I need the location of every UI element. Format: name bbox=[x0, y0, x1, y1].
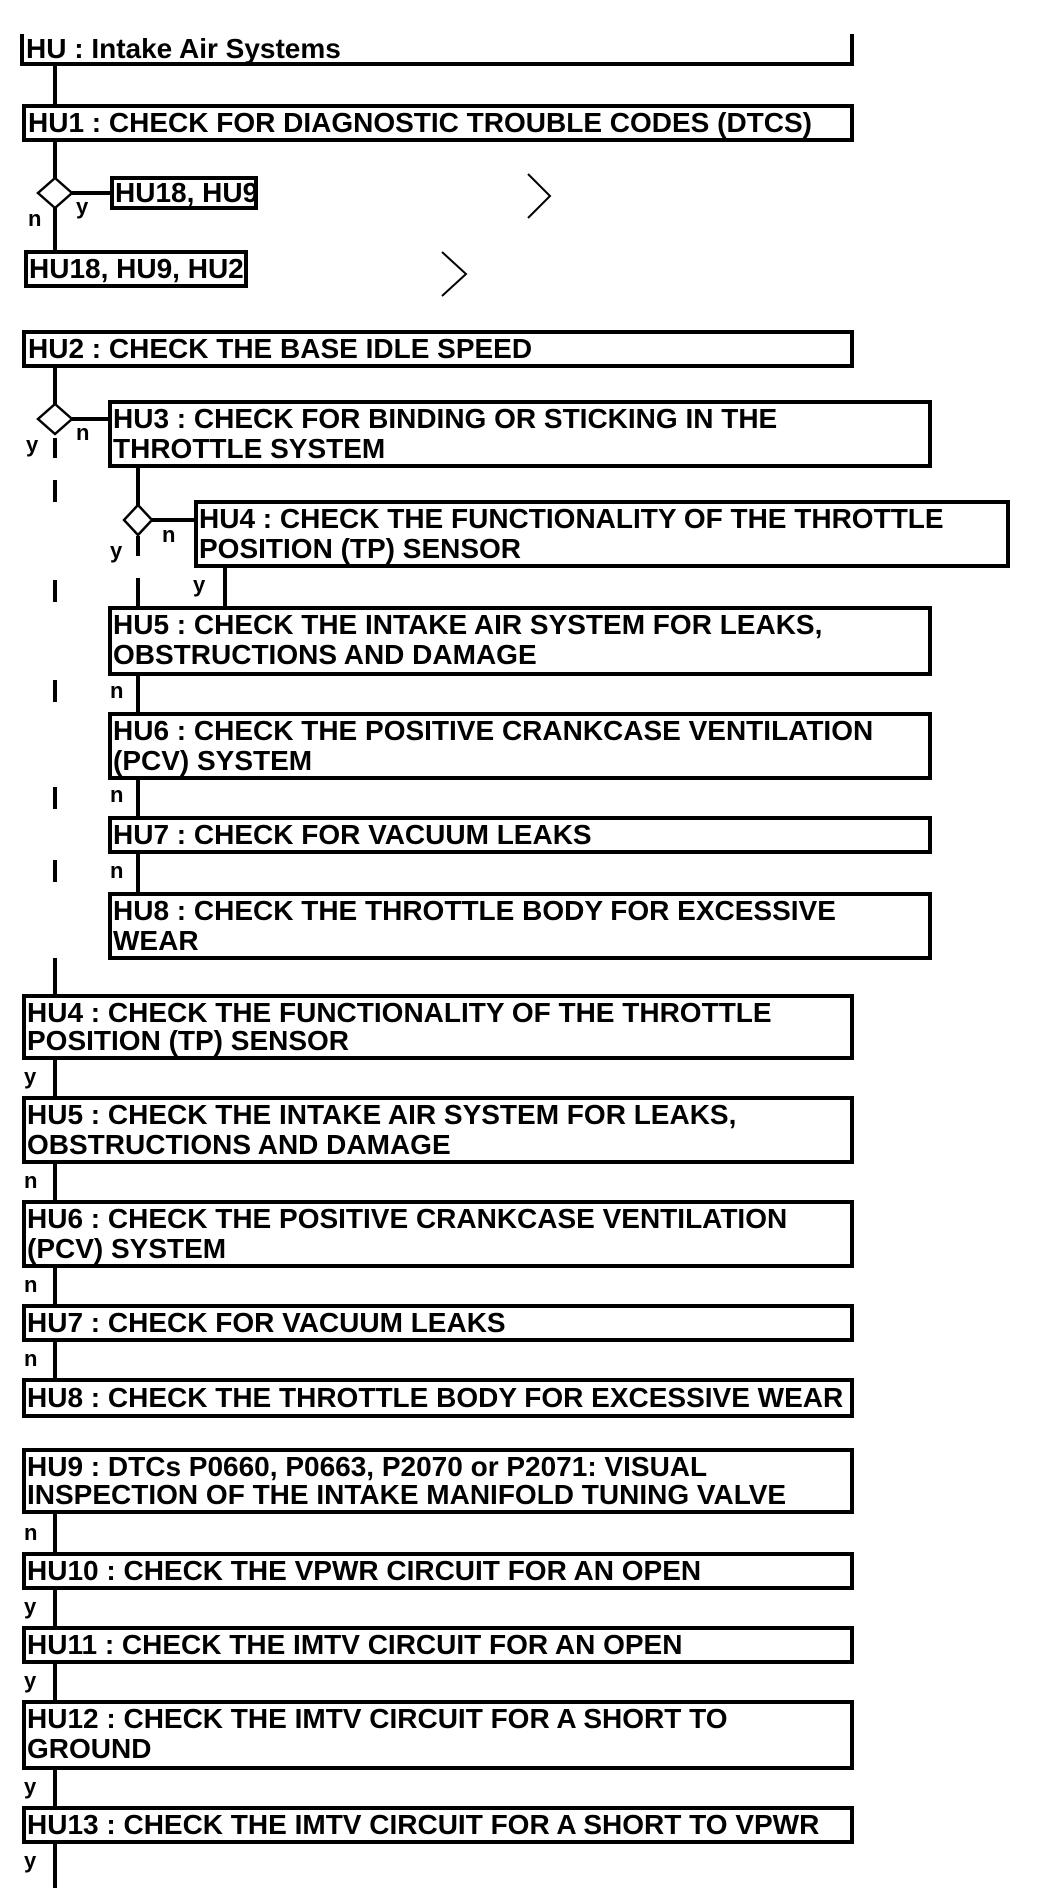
label-no: n bbox=[110, 782, 123, 807]
step-hu7 bbox=[22, 1304, 854, 1342]
step-hu7-sub-text: HU7 : CHECK FOR VACUUM LEAKS bbox=[113, 819, 592, 850]
step-hu9 bbox=[22, 1448, 854, 1514]
label-no: n bbox=[24, 1168, 37, 1193]
step-hu6-sub-text-1: HU6 : CHECK THE POSITIVE CRANKCASE VENTI… bbox=[113, 715, 873, 746]
step-hu1 bbox=[22, 104, 854, 142]
decision-hu3 bbox=[122, 503, 154, 537]
step-hu1-yes-ref-text: HU18, HU9 bbox=[115, 177, 258, 208]
step-hu4-sub-text-1: HU4 : CHECK THE FUNCTIONALITY OF THE THR… bbox=[199, 503, 944, 534]
step-hu6-text-1: HU6 : CHECK THE POSITIVE CRANKCASE VENTI… bbox=[27, 1203, 787, 1234]
step-hu2-text: HU2 : CHECK THE BASE IDLE SPEED bbox=[28, 333, 532, 364]
step-hu5-text-1: HU5 : CHECK THE INTAKE AIR SYSTEM FOR LE… bbox=[27, 1099, 736, 1130]
decision-hu2 bbox=[36, 402, 74, 436]
step-hu9-text-2: INSPECTION OF THE INTAKE MANIFOLD TUNING… bbox=[27, 1479, 786, 1510]
step-hu6 bbox=[22, 1200, 854, 1268]
step-hu13-text: HU13 : CHECK THE IMTV CIRCUIT FOR A SHOR… bbox=[27, 1809, 819, 1840]
label-yes: y bbox=[24, 1848, 37, 1873]
step-hu7-text: HU7 : CHECK FOR VACUUM LEAKS bbox=[27, 1307, 506, 1338]
diagram-title: HU : Intake Air Systems bbox=[26, 33, 341, 64]
step-hu5-sub-text-2: OBSTRUCTIONS AND DAMAGE bbox=[113, 639, 537, 670]
step-hu7-sub bbox=[108, 816, 932, 854]
step-hu5 bbox=[22, 1096, 854, 1164]
step-boxes bbox=[20, 32, 1010, 1844]
chevron-right-icon bbox=[441, 251, 468, 297]
step-hu8 bbox=[22, 1378, 854, 1418]
step-hu8-sub bbox=[108, 892, 932, 960]
step-hu12-text-2: GROUND bbox=[27, 1733, 151, 1764]
connectors bbox=[53, 66, 227, 1888]
step-hu8-sub-text-1: HU8 : CHECK THE THROTTLE BODY FOR EXCESS… bbox=[113, 895, 836, 926]
label-no: n bbox=[24, 1520, 37, 1545]
label-yes: y bbox=[76, 194, 89, 219]
step-hu8-text: HU8 : CHECK THE THROTTLE BODY FOR EXCESS… bbox=[27, 1382, 843, 1413]
step-hu11 bbox=[22, 1626, 854, 1664]
decision-diamonds bbox=[36, 176, 154, 537]
label-yes: y bbox=[24, 1594, 37, 1619]
step-hu4-sub bbox=[194, 500, 1010, 568]
step-hu4 bbox=[22, 994, 854, 1060]
step-hu5-text-2: OBSTRUCTIONS AND DAMAGE bbox=[27, 1129, 451, 1160]
branch-labels: y n n y n y y n n n y n n n n y y y y bbox=[24, 194, 206, 1873]
label-yes: y bbox=[24, 1774, 37, 1799]
step-hu6-sub bbox=[108, 712, 932, 780]
step-hu12-text-1: HU12 : CHECK THE IMTV CIRCUIT FOR A SHOR… bbox=[27, 1703, 728, 1734]
step-hu10 bbox=[22, 1552, 854, 1590]
step-hu2 bbox=[22, 330, 854, 368]
label-yes: y bbox=[24, 1668, 37, 1693]
label-no: n bbox=[110, 678, 123, 703]
chevron-right-icon bbox=[527, 173, 552, 219]
label-no: n bbox=[76, 420, 89, 445]
step-hu4-text-2: POSITION (TP) SENSOR bbox=[27, 1025, 349, 1056]
page-ref-arrows bbox=[441, 173, 552, 297]
step-hu1-text: HU1 : CHECK FOR DIAGNOSTIC TROUBLE CODES… bbox=[28, 107, 812, 138]
step-texts: HU : Intake Air Systems HU1 : CHECK FOR … bbox=[26, 33, 944, 1840]
label-yes: y bbox=[110, 538, 123, 563]
step-hu1-no-ref bbox=[24, 250, 248, 288]
step-hu6-text-2: (PCV) SYSTEM bbox=[27, 1233, 226, 1264]
step-hu5-sub-text-1: HU5 : CHECK THE INTAKE AIR SYSTEM FOR LE… bbox=[113, 609, 822, 640]
label-no: n bbox=[162, 522, 175, 547]
step-hu12 bbox=[22, 1700, 854, 1770]
step-hu3-sub-text-2: THROTTLE SYSTEM bbox=[113, 433, 385, 464]
label-no: n bbox=[24, 1272, 37, 1297]
label-yes: y bbox=[26, 432, 39, 457]
step-hu6-sub-text-2: (PCV) SYSTEM bbox=[113, 745, 312, 776]
step-hu13 bbox=[22, 1806, 854, 1844]
label-no: n bbox=[24, 1346, 37, 1371]
label-no: n bbox=[110, 858, 123, 883]
step-hu5-sub bbox=[108, 606, 932, 676]
step-hu3-sub-text-1: HU3 : CHECK FOR BINDING OR STICKING IN T… bbox=[113, 403, 777, 434]
step-hu1-yes-ref bbox=[110, 176, 258, 210]
step-hu3-sub bbox=[108, 400, 932, 468]
label-yes: y bbox=[193, 572, 206, 597]
step-hu1-no-ref-text: HU18, HU9, HU2 bbox=[29, 253, 244, 284]
step-hu8-sub-text-2: WEAR bbox=[113, 925, 199, 956]
label-yes: y bbox=[24, 1064, 37, 1089]
step-hu9-text-1: HU9 : DTCs P0660, P0663, P2070 or P2071:… bbox=[27, 1451, 707, 1482]
step-hu4-text-1: HU4 : CHECK THE FUNCTIONALITY OF THE THR… bbox=[27, 997, 772, 1028]
step-hu11-text: HU11 : CHECK THE IMTV CIRCUIT FOR AN OPE… bbox=[27, 1629, 682, 1660]
step-hu10-text: HU10 : CHECK THE VPWR CIRCUIT FOR AN OPE… bbox=[27, 1555, 701, 1586]
decision-hu1 bbox=[36, 176, 74, 210]
step-hu4-sub-text-2: POSITION (TP) SENSOR bbox=[199, 533, 521, 564]
label-no: n bbox=[28, 206, 41, 231]
